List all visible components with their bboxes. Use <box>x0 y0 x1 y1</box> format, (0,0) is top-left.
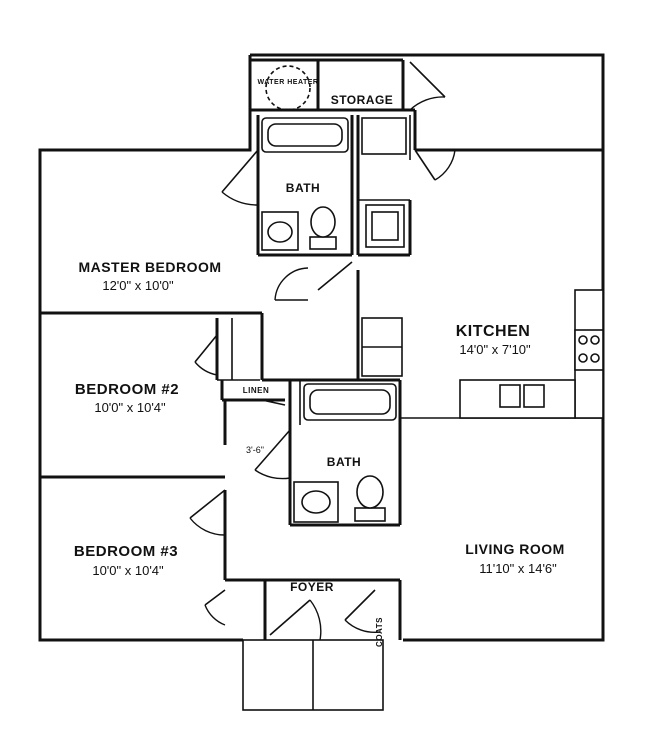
foyer-label: FOYER <box>290 580 334 594</box>
bath-mid-label: BATH <box>327 455 361 469</box>
storage-label: STORAGE <box>331 93 394 107</box>
stove-icon <box>574 329 604 371</box>
hall-dimension: 3'-6" <box>246 445 264 455</box>
master-bedroom-name: MASTER BEDROOM <box>78 259 221 275</box>
living-room-size: 11'10" x 14'6" <box>479 561 557 576</box>
living-room-name: LIVING ROOM <box>465 541 565 557</box>
bedroom3-name: BEDROOM #3 <box>74 543 178 560</box>
linen-label: LINEN <box>243 386 270 395</box>
room-labels: WATER HEATER STORAGE BATH MASTER BEDROOM… <box>74 79 565 647</box>
toilet-tank-icon <box>309 236 337 250</box>
door-swings <box>189 61 456 641</box>
bathtub-icon-2 <box>303 383 397 421</box>
bedroom2-name: BEDROOM #2 <box>75 381 179 398</box>
bedroom3-size: 10'0" x 10'4" <box>92 563 164 578</box>
sink-icon-2 <box>293 481 339 523</box>
kitchen-counter <box>459 379 576 419</box>
water-heater-icon <box>265 65 311 111</box>
kitchen-name: KITCHEN <box>456 323 531 340</box>
bedroom2-size: 10'0" x 10'4" <box>94 400 166 415</box>
master-bedroom-size: 12'0" x 10'0" <box>102 278 174 293</box>
kitchen-size: 14'0" x 7'10" <box>459 342 531 357</box>
bathtub-icon <box>261 117 349 153</box>
toilet-tank-icon-2 <box>354 507 386 522</box>
kitchen-sink-icon <box>499 384 521 408</box>
coats-label: COATS <box>375 617 384 647</box>
toilet-icon <box>310 206 336 238</box>
interior-walls <box>40 60 603 640</box>
bath-top-label: BATH <box>286 181 320 195</box>
fixtures <box>242 65 604 711</box>
toilet-icon-2 <box>356 475 384 509</box>
water-heater-label: WATER HEATER <box>258 79 319 86</box>
